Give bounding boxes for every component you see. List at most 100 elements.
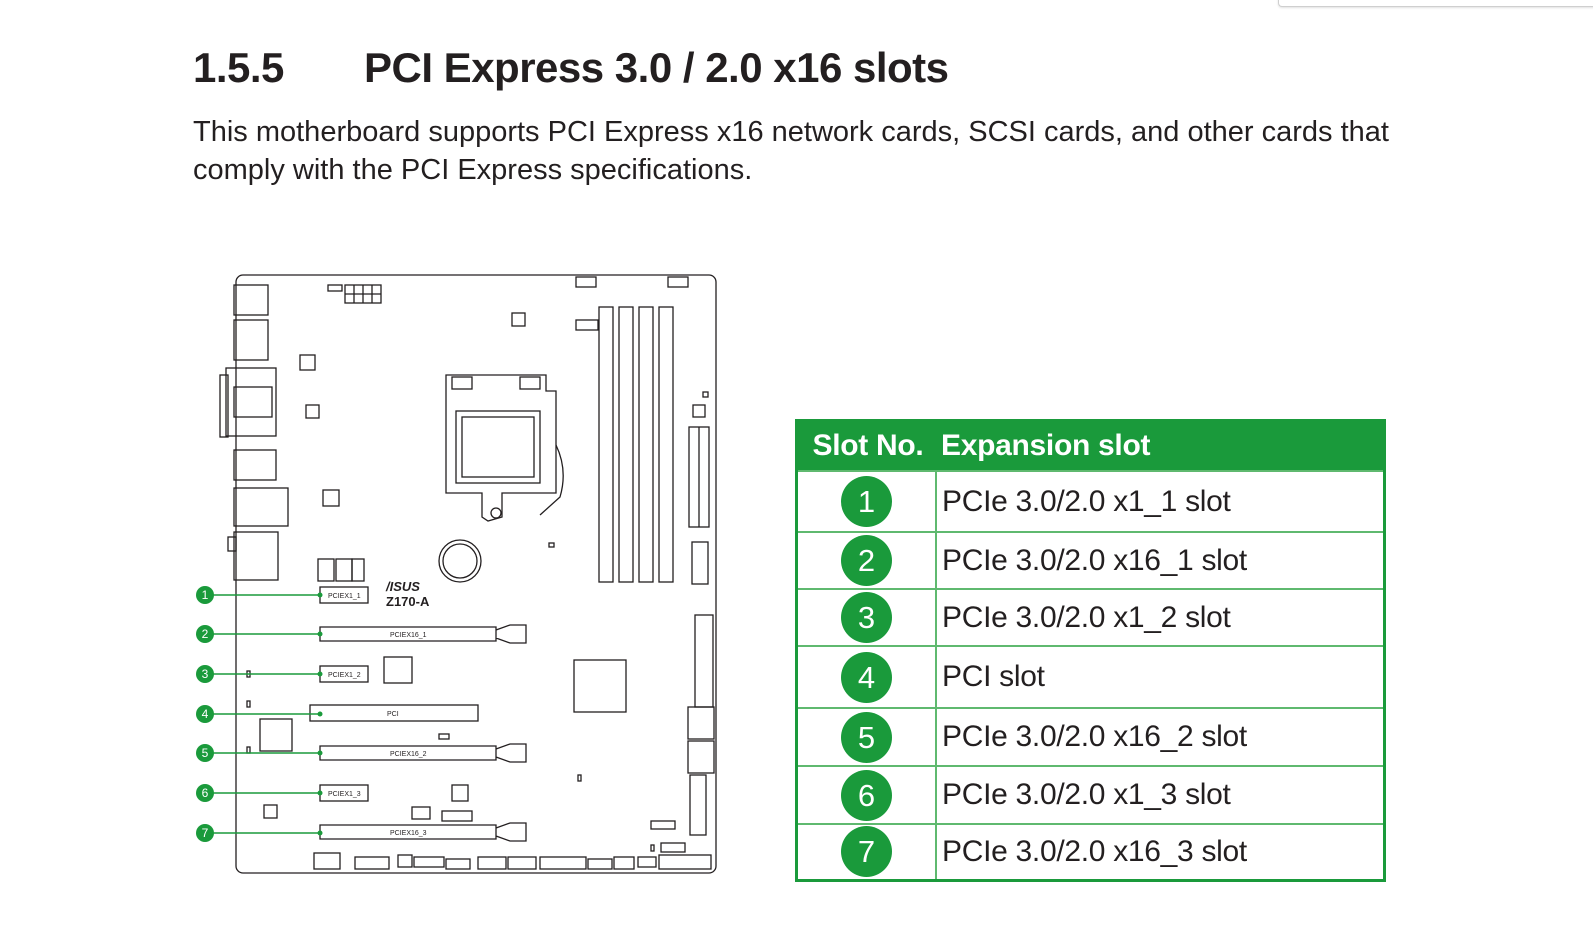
header-expansion-slot: Expansion slot xyxy=(936,420,1385,471)
chip xyxy=(322,489,340,507)
board-model: Z170-A xyxy=(386,594,430,609)
slot-number-badge: 7 xyxy=(841,826,892,878)
slot-name-cell: PCIe 3.0/2.0 x16_1 slot xyxy=(936,531,1385,589)
chip xyxy=(299,354,316,371)
cpu-socket xyxy=(445,374,557,522)
dimm-slot xyxy=(658,306,674,583)
fan-header xyxy=(667,276,689,288)
chip xyxy=(451,784,469,802)
slot-number-cell: 1 xyxy=(796,470,937,532)
callout-marker xyxy=(196,705,214,723)
io-port xyxy=(225,367,277,437)
slot-label: PCIEX1_1 xyxy=(328,593,361,600)
bottom-header xyxy=(613,856,635,870)
section-heading: 1.5.5 PCI Express 3.0 / 2.0 x16 slots xyxy=(193,40,949,96)
brand-logo: /ISUS xyxy=(385,579,420,594)
slot-number-badge: 1 xyxy=(841,476,892,527)
bottom-header xyxy=(445,858,471,870)
usb-header xyxy=(335,558,353,582)
slot-number-cell: 6 xyxy=(796,765,937,824)
bottom-header xyxy=(413,856,445,868)
slot-name-cell: PCIe 3.0/2.0 x1_3 slot xyxy=(936,765,1385,824)
bottom-header xyxy=(539,856,587,870)
slot-number-cell: 4 xyxy=(796,645,937,708)
slot-number-badge: 4 xyxy=(841,651,892,703)
slot-label: PCIEX16_3 xyxy=(390,830,427,837)
io-port xyxy=(227,536,237,552)
bottom-header xyxy=(313,852,341,870)
io-port xyxy=(233,386,273,418)
cmos-battery xyxy=(438,539,482,583)
slot-label: PCIEX16_2 xyxy=(390,751,427,758)
callout-marker xyxy=(196,784,214,802)
slot-number-cell: 5 xyxy=(796,707,937,766)
bottom-header xyxy=(354,856,390,870)
section-number: 1.5.5 xyxy=(193,44,284,91)
bottom-header xyxy=(477,856,507,870)
slot-number-badge: 5 xyxy=(841,711,892,763)
slot-number-badge: 3 xyxy=(841,592,892,643)
board-outline xyxy=(235,274,717,874)
usb-header xyxy=(317,558,335,582)
chip xyxy=(263,804,278,819)
io-port xyxy=(233,487,289,527)
m2-connector xyxy=(689,774,707,836)
slot-label: PCI xyxy=(387,711,399,718)
slot-number-cell: 3 xyxy=(796,588,937,646)
sata-connector xyxy=(687,706,715,740)
table-row: 7 PCIe 3.0/2.0 x16_3 slot xyxy=(796,823,1385,880)
chip xyxy=(511,312,526,327)
dimm-slot xyxy=(598,306,614,583)
table-header-row: Slot No. Expansion slot xyxy=(796,420,1385,471)
bottom-header xyxy=(637,856,657,868)
sata-connector xyxy=(687,740,715,774)
table-row: 4 PCI slot xyxy=(796,645,1385,708)
dimm-slot xyxy=(638,306,654,583)
table-row: 5 PCIe 3.0/2.0 x16_2 slot xyxy=(796,707,1385,766)
chip xyxy=(259,718,293,752)
io-port xyxy=(219,374,229,438)
header-slot-no: Slot No. xyxy=(796,420,936,471)
slot-label: PCIEX1_2 xyxy=(328,672,361,679)
bottom-header xyxy=(397,854,413,868)
bottom-header xyxy=(658,854,712,870)
table-row: 1 PCIe 3.0/2.0 x1_1 slot xyxy=(796,470,1385,532)
slot-number-badge: 6 xyxy=(841,769,892,821)
callout-number: 4 xyxy=(202,707,209,721)
table-row: 3 PCIe 3.0/2.0 x1_2 slot xyxy=(796,588,1385,646)
callout-marker xyxy=(196,744,214,762)
dimm-slot xyxy=(618,306,634,583)
slot-name-cell: PCIe 3.0/2.0 x1_1 slot xyxy=(936,470,1385,532)
io-port xyxy=(233,449,277,481)
usb-header xyxy=(351,558,365,582)
chip xyxy=(383,656,413,684)
slot-number-cell: 7 xyxy=(796,823,937,880)
chipset xyxy=(573,659,627,713)
io-port xyxy=(233,531,279,581)
section-title: PCI Express 3.0 / 2.0 x16 slots xyxy=(364,44,949,91)
callout-marker xyxy=(196,665,214,683)
callout-number: 2 xyxy=(202,627,209,641)
sata-connector xyxy=(694,614,714,708)
bottom-header xyxy=(587,858,613,870)
chip xyxy=(305,404,320,419)
slot-name-cell: PCIe 3.0/2.0 x16_3 slot xyxy=(936,823,1385,880)
slot-label: PCIEX1_3 xyxy=(328,791,361,798)
callout-number: 6 xyxy=(202,786,209,800)
callout-marker xyxy=(196,824,214,842)
callout-marker xyxy=(196,586,214,604)
slot-pci xyxy=(309,704,479,722)
slot-name-cell: PCIe 3.0/2.0 x1_2 slot xyxy=(936,588,1385,646)
callout-number: 7 xyxy=(202,826,209,840)
slot-number-cell: 2 xyxy=(796,531,937,589)
bottom-header xyxy=(507,856,537,870)
expansion-slot-table: Slot No. Expansion slot 1 PCIe 3.0/2.0 x… xyxy=(795,419,1386,882)
slot-name-cell: PCIe 3.0/2.0 x16_2 slot xyxy=(936,707,1385,766)
fan-header xyxy=(575,319,599,331)
callout-marker xyxy=(196,625,214,643)
motherboard-diagram: PCIEX1_1 PCIEX16_1 PCIEX1_2 PCI PCIEX16_… xyxy=(190,265,730,885)
slot-label: PCIEX16_1 xyxy=(390,632,427,639)
io-port xyxy=(233,284,269,316)
callout-number: 5 xyxy=(202,746,209,760)
io-port xyxy=(233,319,269,361)
